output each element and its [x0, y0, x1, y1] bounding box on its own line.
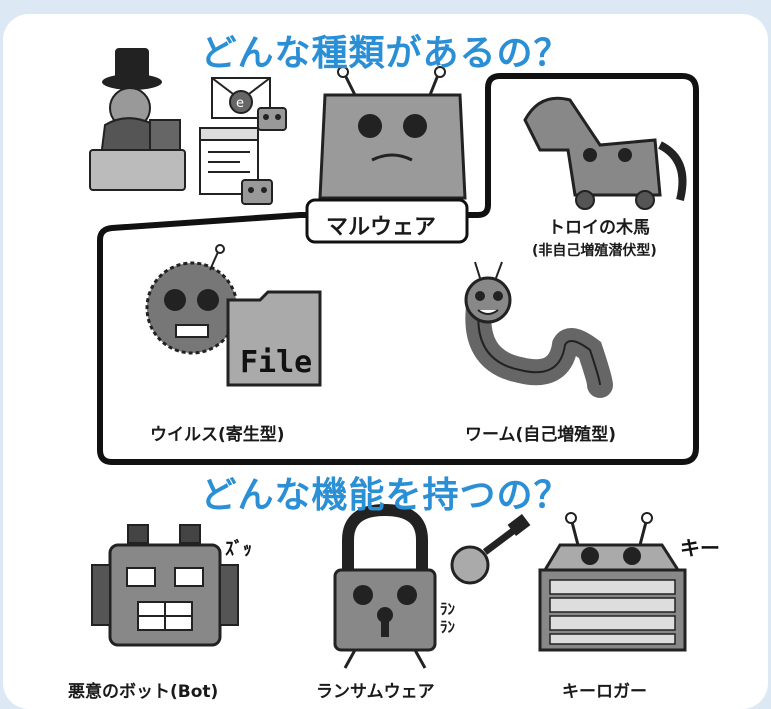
trojan-horse	[523, 96, 687, 210]
worm-creature	[464, 261, 613, 398]
mail-icon-letter: e	[236, 96, 244, 111]
webpage-icon	[199, 127, 259, 195]
mini-robot-2	[241, 179, 273, 205]
keylogger-robot: キー	[538, 512, 720, 652]
bot-sound: ｽﾞｯ	[225, 538, 252, 560]
bot-label: 悪意のボット(Bot)	[68, 682, 219, 702]
worm-label: ワーム(自己増殖型)	[465, 425, 617, 445]
hacker-figure	[89, 48, 186, 191]
section-title-types: どんな種類があるの？	[200, 33, 571, 74]
keylogger-sound: キー	[680, 536, 720, 560]
keylogger-label: キーロガー	[562, 682, 647, 702]
trojan-note: (非自己増殖潜伏型)	[532, 243, 657, 259]
malicious-bot: ｽﾞｯ	[91, 524, 252, 647]
virus-creature	[145, 244, 239, 355]
file-folder-icon: File	[226, 290, 322, 387]
key-icon	[450, 513, 531, 585]
mini-robot-1	[257, 107, 287, 131]
ransomware-padlock	[333, 503, 437, 669]
virus-label: ウイルス(寄生型)	[150, 425, 285, 445]
malware-robot	[318, 66, 467, 200]
ransomware-label: ランサムウェア	[316, 682, 435, 702]
section-title-functions: どんな機能を持つの？	[200, 475, 571, 516]
ransomware-sound: ﾗﾝ ﾗﾝ	[440, 600, 456, 636]
trojan-label: トロイの木馬	[548, 218, 650, 238]
malware-region-outline	[97, 73, 699, 465]
malware-label-box	[305, 198, 469, 244]
file-folder-text: File	[240, 345, 312, 380]
malware-label: マルウェア	[326, 215, 437, 240]
